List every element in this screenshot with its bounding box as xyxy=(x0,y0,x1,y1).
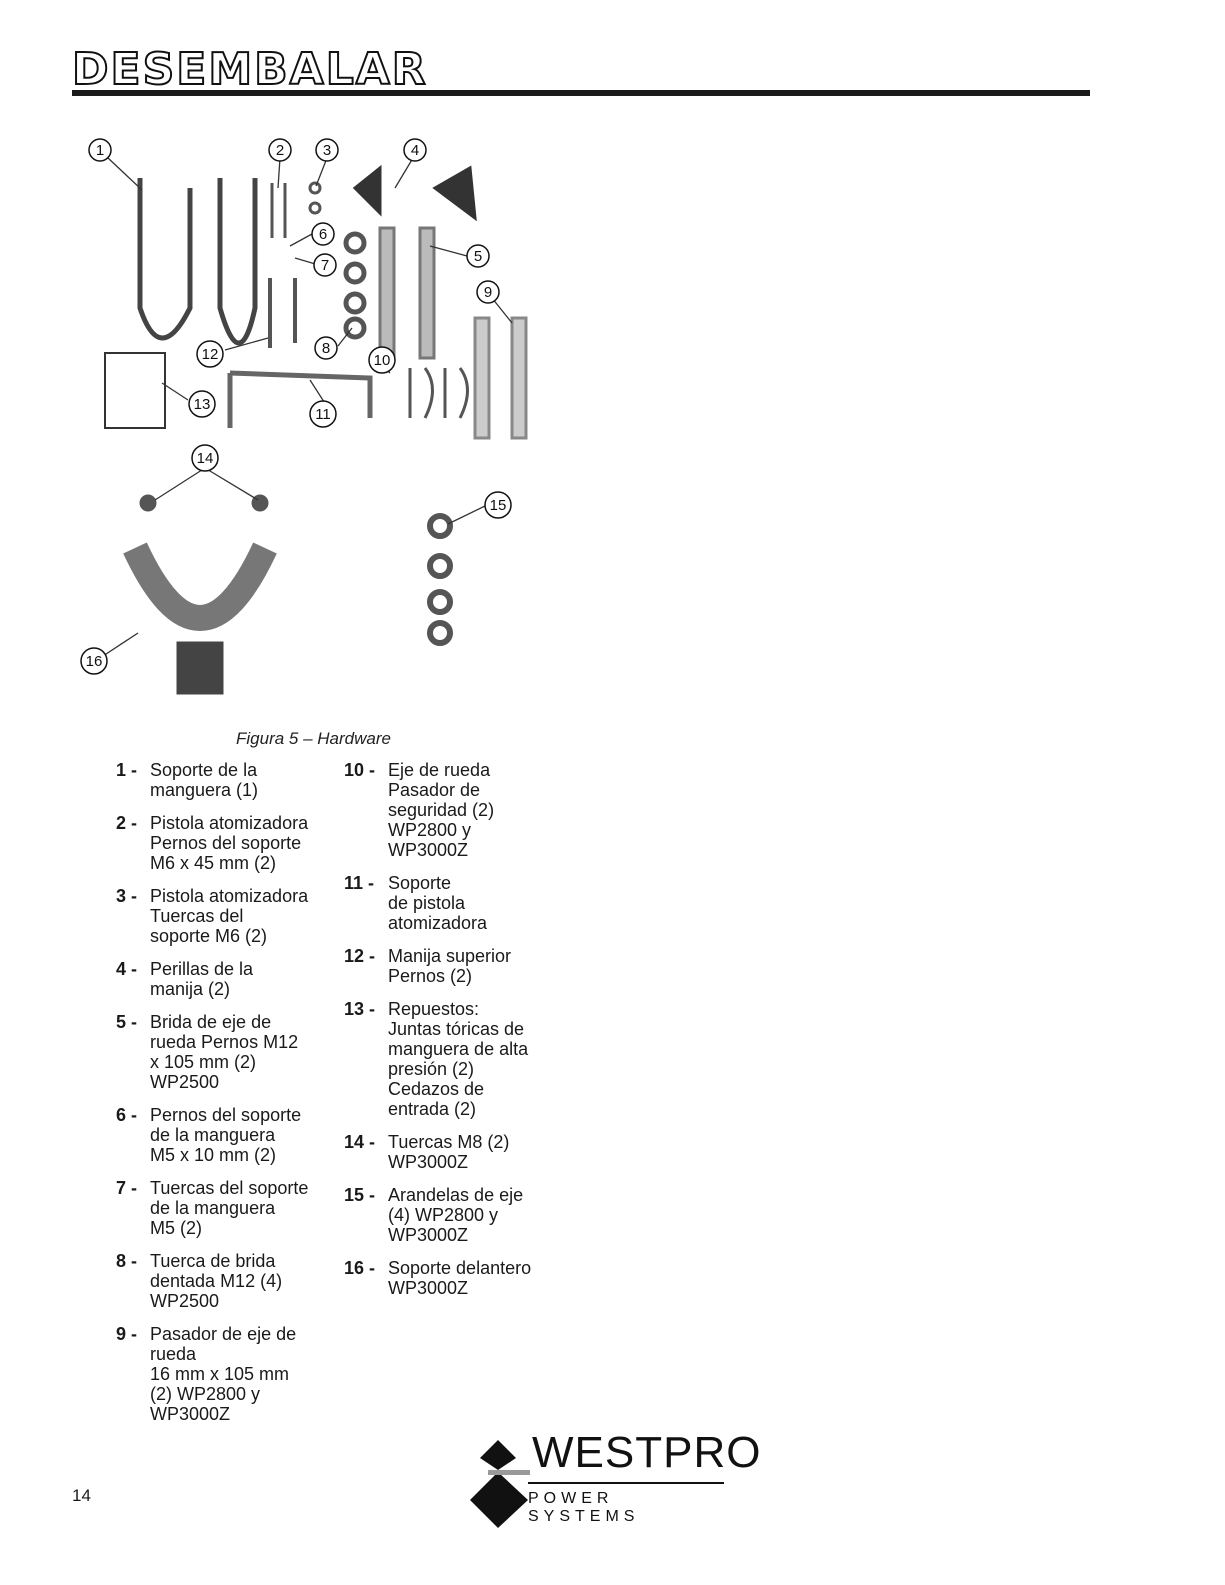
logo-diamond-icon xyxy=(470,1440,530,1528)
callout-13: 13 xyxy=(188,390,216,418)
callout-14: 14 xyxy=(191,444,219,472)
list-item: 7 -Tuercas del soporte de la manguera M5… xyxy=(116,1178,309,1238)
list-item: 3 -Pistola atomizadora Tuercas del sopor… xyxy=(116,886,309,946)
callout-8: 8 xyxy=(314,336,338,360)
westpro-logo: WESTPRO POWER SYSTEMS xyxy=(470,1428,760,1528)
svg-text:6: 6 xyxy=(319,226,327,243)
hardware-figure: 1 2 3 4 5 6 7 8 9 10 11 12 13 14 15 16 xyxy=(80,138,528,695)
page-number: 14 xyxy=(72,1486,91,1505)
callout-4: 4 xyxy=(403,138,427,162)
svg-text:15: 15 xyxy=(490,497,507,514)
svg-text:10: 10 xyxy=(374,352,391,369)
logo-subtitle: POWER SYSTEMS xyxy=(528,1490,640,1525)
list-item: 15 -Arandelas de eje (4) WP2800 y WP3000… xyxy=(344,1185,524,1245)
svg-text:11: 11 xyxy=(315,406,331,423)
list-item: 4 -Perillas de la manija (2) xyxy=(116,959,254,999)
figure-caption: Figura 5 – Hardware xyxy=(236,729,391,748)
callout-15: 15 xyxy=(484,491,512,519)
list-item: 12 -Manija superior Pernos (2) xyxy=(344,946,512,986)
svg-text:8: 8 xyxy=(322,340,330,357)
list-item: 6 -Pernos del soporte de la manguera M5 … xyxy=(116,1105,302,1165)
callout-9: 9 xyxy=(476,280,500,304)
list-item: 16 -Soporte delantero WP3000Z xyxy=(344,1258,532,1298)
list-item: 8 -Tuerca de brida dentada M12 (4) WP250… xyxy=(116,1251,283,1311)
callout-11: 11 xyxy=(309,400,337,428)
svg-text:1: 1 xyxy=(96,142,104,159)
callout-3: 3 xyxy=(315,138,339,162)
callout-2: 2 xyxy=(268,138,292,162)
svg-text:5: 5 xyxy=(474,248,482,265)
svg-text:4: 4 xyxy=(411,142,419,159)
list-item: 2 -Pistola atomizadora Pernos del soport… xyxy=(116,813,309,873)
parts-list-left: 1 -Soporte de la manguera (1) 2 -Pistola… xyxy=(116,760,331,1437)
list-item: 11 -Soporte de pistola atomizadora xyxy=(344,873,488,933)
callout-5: 5 xyxy=(466,244,490,268)
svg-text:9: 9 xyxy=(484,284,492,301)
list-item: 10 -Eje de rueda Pasador de seguridad (2… xyxy=(344,760,495,860)
list-item: 5 -Brida de eje de rueda Pernos M12 x 10… xyxy=(116,1012,299,1092)
svg-text:16: 16 xyxy=(86,653,103,670)
callout-10: 10 xyxy=(368,346,396,374)
logo-divider xyxy=(528,1482,724,1484)
list-item: 9 -Pasador de eje de rueda 16 mm x 105 m… xyxy=(116,1324,297,1424)
parts-list-right: 10 -Eje de rueda Pasador de seguridad (2… xyxy=(344,760,564,1311)
callout-1: 1 xyxy=(88,138,112,162)
callout-16: 16 xyxy=(80,647,108,675)
list-item: 1 -Soporte de la manguera (1) xyxy=(116,760,259,800)
callout-12: 12 xyxy=(196,340,224,368)
list-item: 13 -Repuestos: Juntas tóricas de manguer… xyxy=(344,999,529,1119)
list-item: 14 -Tuercas M8 (2) WP3000Z xyxy=(344,1132,510,1172)
svg-text:2: 2 xyxy=(276,142,284,159)
svg-text:7: 7 xyxy=(321,257,329,274)
logo-name: WESTPRO xyxy=(532,1428,762,1477)
svg-text:12: 12 xyxy=(202,346,219,363)
page-title: DESEMBALAR xyxy=(71,43,428,96)
callout-7: 7 xyxy=(313,253,337,277)
title-rule xyxy=(72,90,1090,96)
callout-6: 6 xyxy=(311,222,335,246)
svg-text:13: 13 xyxy=(194,396,211,413)
svg-text:3: 3 xyxy=(323,142,331,159)
svg-text:14: 14 xyxy=(197,450,214,467)
